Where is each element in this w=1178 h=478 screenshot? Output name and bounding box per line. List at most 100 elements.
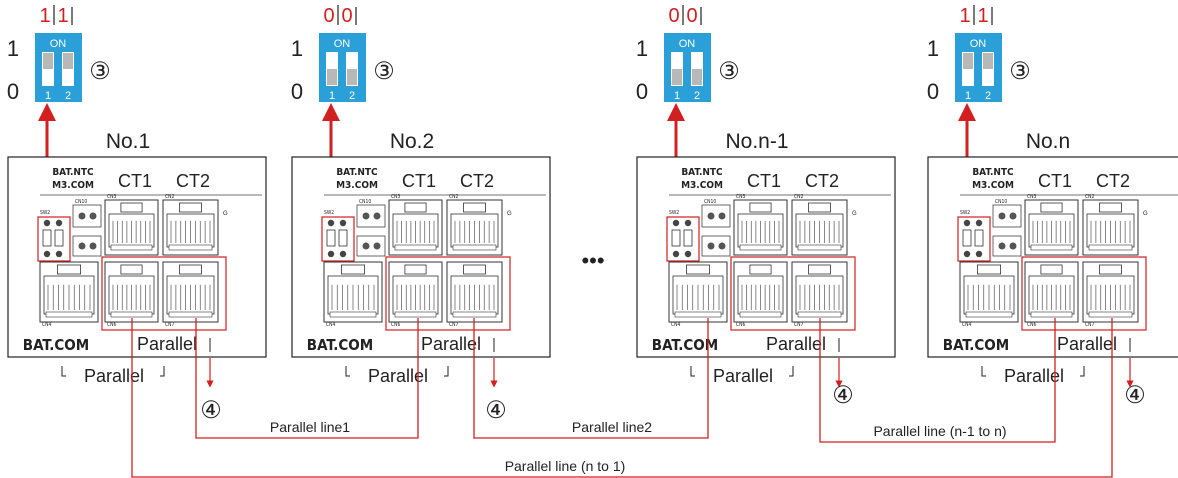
inverter-unit-2: 0 0 1 0 ON 1 2 ③ No.2 BAT.NTC M3.COM	[291, 5, 551, 388]
svg-text:SW2: SW2	[324, 210, 334, 216]
svg-text:2: 2	[349, 90, 355, 102]
parallel-port-highlight	[730, 256, 856, 331]
svg-text:SW2: SW2	[960, 210, 970, 216]
svg-text:M3.COM: M3.COM	[52, 180, 94, 191]
svg-text:CT1: CT1	[402, 171, 436, 191]
switch-callout: ③	[89, 58, 111, 85]
inverter-unit-4: 1 1 1 0 ON 1 2 ③ No.n BAT.NTC M3.COM	[927, 5, 1178, 388]
rj45-port	[733, 261, 788, 323]
svg-text:Parallel: Parallel	[1057, 334, 1117, 354]
svg-text:G: G	[507, 211, 512, 217]
rj45-port	[791, 261, 848, 323]
svg-text:CN3: CN3	[736, 194, 746, 200]
unit-name: No.2	[390, 130, 434, 153]
svg-text:Parallel: Parallel	[368, 366, 428, 386]
more-units-ellipsis: •••	[581, 248, 604, 273]
level-low-label: 0	[636, 79, 648, 104]
svg-text:CN10: CN10	[704, 199, 716, 205]
svg-text:Parallel: Parallel	[1004, 366, 1064, 386]
svg-text:ON: ON	[679, 38, 696, 50]
svg-text:BAT.NTC: BAT.NTC	[972, 167, 1014, 178]
parallel-bracket: Parallel	[345, 366, 449, 386]
svg-text:2: 2	[985, 90, 991, 102]
svg-text:CN6: CN6	[391, 322, 401, 328]
svg-text:CN2: CN2	[1085, 194, 1095, 200]
svg-text:G: G	[223, 211, 228, 217]
svg-text:M3.COM: M3.COM	[972, 180, 1014, 191]
svg-text:1: 1	[674, 90, 680, 102]
level-high-label: 1	[927, 36, 939, 61]
rj45-port	[323, 261, 383, 323]
svg-text:1: 1	[39, 5, 50, 27]
rj45-port	[104, 199, 159, 256]
svg-text:CT2: CT2	[1096, 171, 1130, 191]
svg-text:BAT.NTC: BAT.NTC	[52, 167, 94, 178]
svg-text:0: 0	[686, 5, 697, 27]
rj45-port	[104, 261, 159, 323]
svg-text:1: 1	[959, 5, 970, 27]
svg-text:CN7: CN7	[165, 322, 175, 328]
svg-text:M3.COM: M3.COM	[336, 180, 378, 191]
parallel-line-1-wire	[195, 318, 419, 439]
dip-switch[interactable]: ON 1 2	[319, 33, 366, 102]
rj45-port	[446, 199, 503, 256]
svg-text:CN6: CN6	[107, 322, 117, 328]
unit-name: No.n-1	[725, 130, 788, 153]
svg-text:CN4: CN4	[671, 322, 681, 328]
svg-text:ON: ON	[50, 38, 67, 50]
svg-text:ON: ON	[334, 38, 351, 50]
level-high-label: 1	[636, 36, 648, 61]
dip-switch[interactable]: ON 1 2	[955, 33, 1002, 102]
parallel-wiring	[131, 318, 1113, 478]
svg-text:CN4: CN4	[962, 322, 972, 328]
parallel-line-2-label: Parallel line2	[572, 419, 652, 435]
svg-text:Parallel: Parallel	[713, 366, 773, 386]
parallel-line-n-1-label: Parallel line (n-1 to n)	[873, 423, 1006, 439]
level-low-label: 0	[7, 79, 19, 104]
switch-callout: ③	[718, 58, 740, 85]
parallel-port-highlight	[385, 256, 511, 331]
rj45-port	[791, 199, 848, 256]
svg-text:CT1: CT1	[747, 171, 781, 191]
svg-text:G: G	[852, 211, 857, 217]
rj45-port	[388, 261, 443, 323]
parallel-port-highlight	[1021, 256, 1147, 331]
svg-text:0: 0	[323, 5, 334, 27]
svg-text:ON: ON	[970, 38, 987, 50]
svg-text:CN6: CN6	[1027, 322, 1037, 328]
port-callout-1: ④	[200, 397, 222, 424]
svg-text:CT2: CT2	[805, 171, 839, 191]
svg-text:CN4: CN4	[326, 322, 336, 328]
parallel-line-1-label: Parallel line1	[270, 419, 350, 435]
svg-text:BAT.COM: BAT.COM	[652, 336, 718, 354]
dip-switch[interactable]: ON 1 2	[664, 33, 711, 102]
svg-text:2: 2	[694, 90, 700, 102]
level-high-label: 1	[7, 36, 19, 61]
svg-text:CN4: CN4	[42, 322, 52, 328]
parallel-bracket: Parallel	[690, 366, 794, 386]
level-high-label: 1	[291, 36, 303, 61]
parallel-line-2-wire	[473, 318, 709, 439]
dip-switch[interactable]: ON 1 2	[35, 33, 82, 102]
svg-text:Parallel: Parallel	[137, 334, 197, 354]
parallel-line-n-1-wire	[819, 318, 1056, 443]
svg-text:BAT.NTC: BAT.NTC	[681, 167, 723, 178]
svg-text:BAT.NTC: BAT.NTC	[336, 167, 378, 178]
switch-callout: ③	[1009, 58, 1031, 85]
svg-text:0: 0	[341, 5, 352, 27]
svg-text:1: 1	[977, 5, 988, 27]
parallel-line-n-wire	[131, 318, 1113, 478]
svg-text:CT1: CT1	[118, 171, 152, 191]
svg-text:1: 1	[965, 90, 971, 102]
dip-state-indicator: 0 0	[668, 5, 702, 27]
rj45-port	[668, 261, 728, 323]
svg-text:BAT.COM: BAT.COM	[943, 336, 1009, 354]
parallel-bracket: Parallel	[61, 366, 165, 386]
inverter-unit-3: 0 0 1 0 ON 1 2 ③ No.n-1 BAT.NTC M3.CO	[636, 5, 896, 388]
rj45-port	[39, 261, 99, 323]
svg-text:M3.COM: M3.COM	[681, 180, 723, 191]
svg-text:CN10: CN10	[359, 199, 371, 205]
rj45-port	[162, 199, 219, 256]
svg-text:SW2: SW2	[40, 210, 50, 216]
